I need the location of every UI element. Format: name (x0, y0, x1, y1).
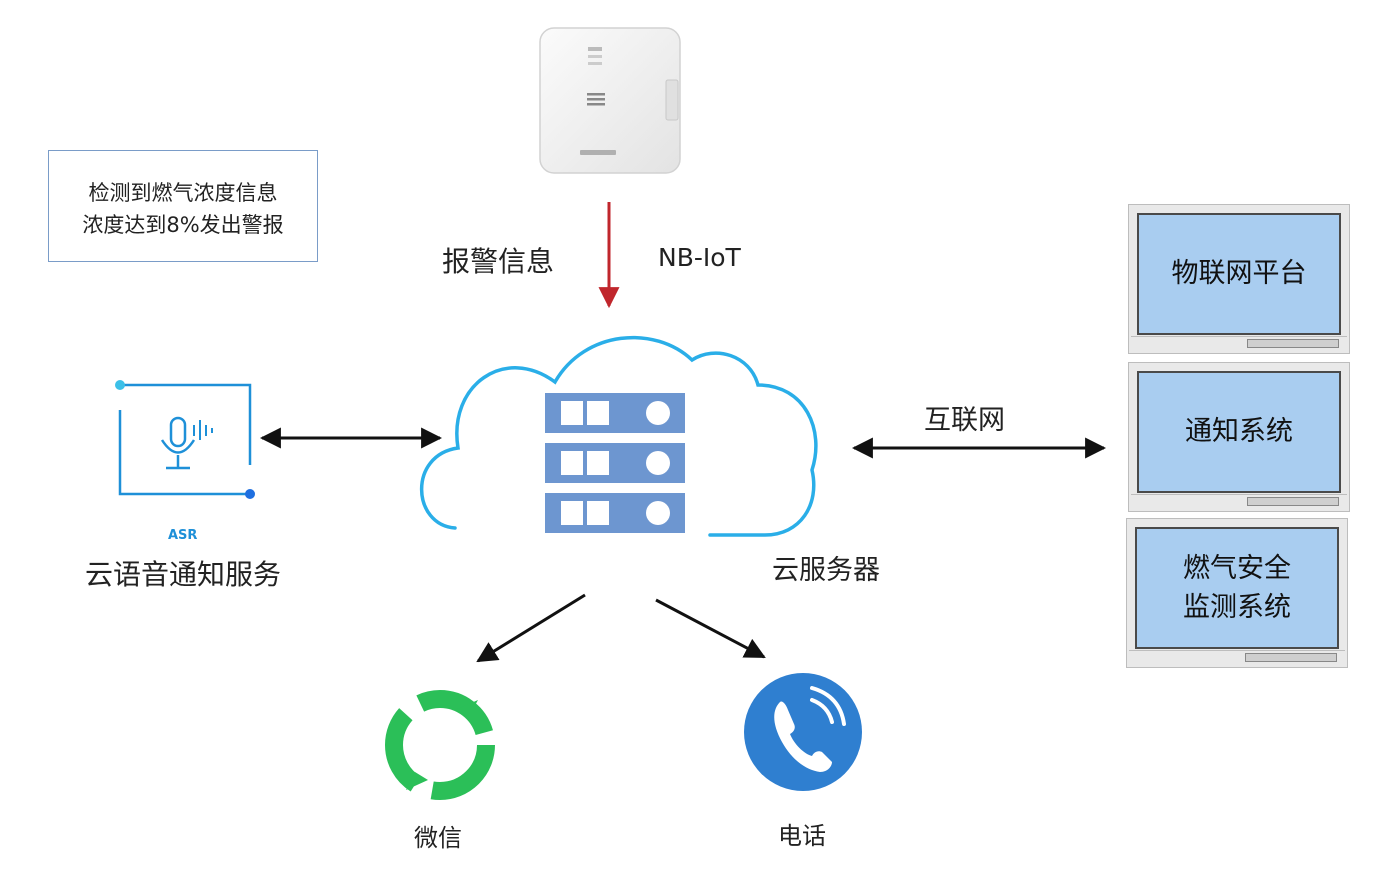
gas-info-box: 检测到燃气浓度信息 浓度达到8%发出警报 (48, 150, 318, 262)
monitor-base (1131, 494, 1347, 507)
gas-info-line2: 浓度达到8%发出警报 (82, 213, 284, 237)
platform-monitor-iot: 物联网平台 (1128, 204, 1350, 354)
wechat-icon (385, 690, 495, 800)
platform-monitor-notify: 通知系统 (1128, 362, 1350, 512)
internet-label: 互联网 (924, 405, 1005, 436)
server-rack-icon (545, 393, 685, 533)
monitor-slot (1247, 497, 1339, 506)
asr-label: ASR (168, 528, 198, 543)
cloud-outline (420, 335, 818, 537)
voice-service-label: 云语音通知服务 (85, 558, 282, 591)
platform-label-gas-safety-2: 监测系统 (1183, 592, 1291, 623)
wechat-arrow (476, 593, 586, 663)
phone-icon (744, 673, 862, 791)
monitor-base (1131, 336, 1347, 349)
platform-label-gas-safety-1: 燃气安全 (1183, 552, 1291, 584)
platform-screen-notify: 通知系统 (1137, 371, 1341, 493)
alarm-label: 报警信息 (442, 245, 555, 278)
platform-screen-gas-safety: 燃气安全 监测系统 (1135, 527, 1339, 649)
monitor-base (1129, 650, 1345, 663)
gas-info-line1: 检测到燃气浓度信息 (88, 181, 278, 205)
protocol-label: NB-IoT (658, 243, 741, 272)
monitor-slot (1247, 339, 1339, 348)
platform-label-notify: 通知系统 (1185, 416, 1293, 448)
platform-label-iot: 物联网平台 (1171, 258, 1307, 290)
wechat-label: 微信 (414, 824, 462, 852)
gas-detector-device (539, 27, 681, 174)
monitor-slot (1245, 653, 1337, 662)
phone-arrow (655, 598, 766, 659)
cloud-server-label: 云服务器 (772, 555, 880, 586)
asr-voice-icon (115, 380, 255, 499)
phone-label: 电话 (778, 822, 826, 850)
platform-monitor-gas-safety: 燃气安全 监测系统 (1126, 518, 1348, 668)
platform-screen-iot: 物联网平台 (1137, 213, 1341, 335)
